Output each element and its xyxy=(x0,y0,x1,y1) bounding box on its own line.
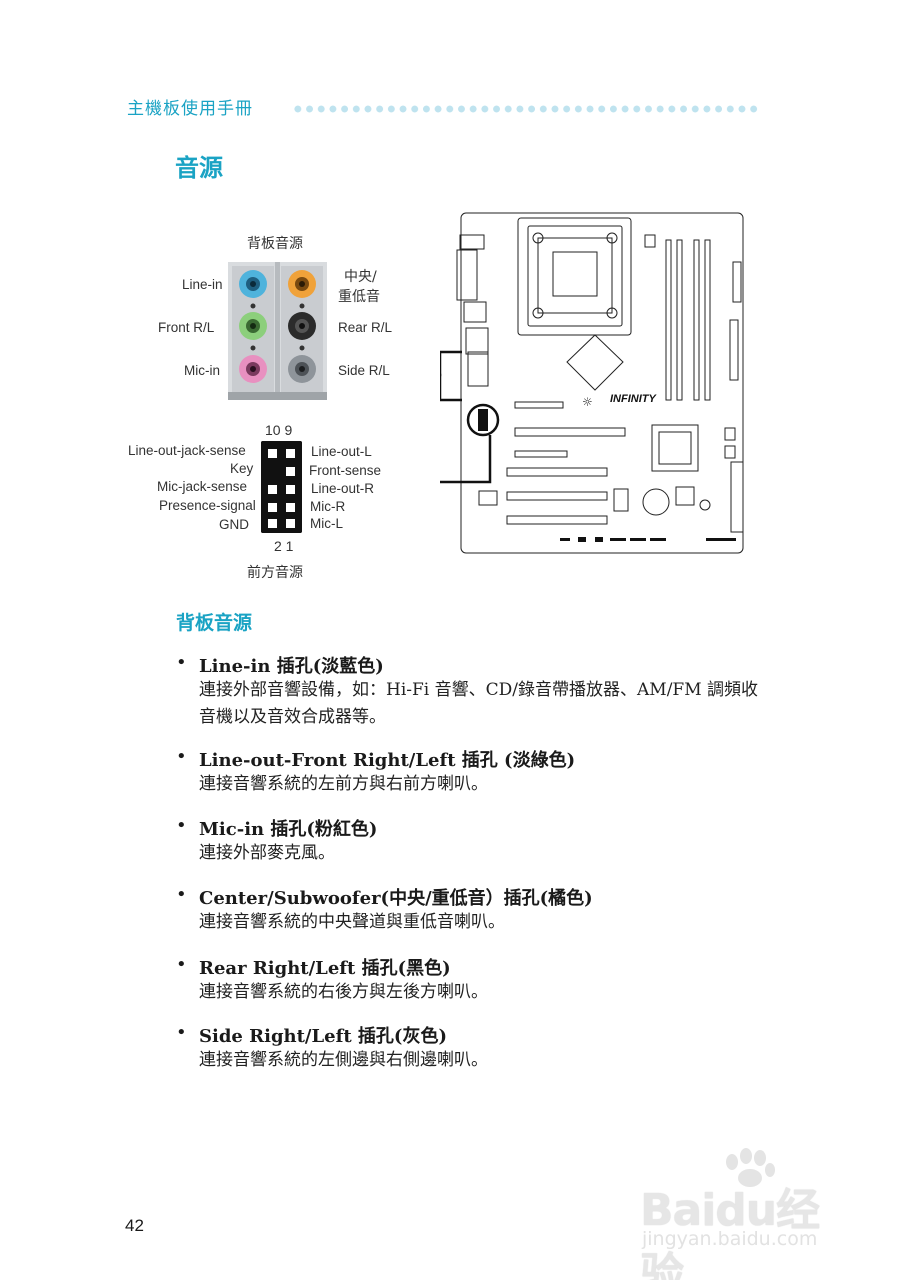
jack-mic xyxy=(239,355,267,383)
motherboard-diagram: INFINITY ☼ xyxy=(440,212,744,554)
item-desc: 連接外部麥克風。 xyxy=(199,843,335,863)
label-mic-jack-sense: Mic-jack-sense xyxy=(157,479,248,494)
item-title: Line-in 插孔(淡藍色) xyxy=(199,656,384,677)
label-rear-rl: Rear R/L xyxy=(338,320,393,335)
label-front-rl: Front R/L xyxy=(158,320,215,335)
baidu-watermark: Baidu经验 jingyan.baidu.com xyxy=(640,1148,860,1280)
item-desc: 連接音響系統的左側邊與右側邊喇叭。 xyxy=(199,1050,488,1070)
label-gnd: GND xyxy=(219,517,249,532)
label-center-1: 中央/ xyxy=(344,269,377,285)
label-line-out-r: Line-out-R xyxy=(311,481,375,496)
rear-panel-title: 背板音源 xyxy=(247,236,303,252)
label-mic-l: Mic-L xyxy=(310,516,343,531)
board-logo: INFINITY xyxy=(610,393,657,405)
svg-text:☼: ☼ xyxy=(582,395,593,409)
item-title: Mic-in 插孔(粉紅色) xyxy=(199,819,378,840)
label-mic-r: Mic-R xyxy=(310,499,346,514)
item-title: Rear Right/Left 插孔(黑色) xyxy=(199,958,451,979)
jack-line-in xyxy=(239,270,267,298)
front-audio-pin-header xyxy=(261,441,302,533)
bullet-icon: • xyxy=(176,884,187,905)
bullet-icon: • xyxy=(176,652,187,673)
bullet-icon: • xyxy=(176,1022,187,1043)
watermark-url: jingyan.baidu.com xyxy=(642,1228,818,1250)
jack-rear xyxy=(288,312,316,340)
item-title: Center/Subwoofer(中央/重低音）插孔(橘色) xyxy=(199,888,593,909)
bullet-icon: • xyxy=(176,815,187,836)
section-title: 音源 xyxy=(175,154,223,182)
jack-front xyxy=(239,312,267,340)
pin-number-top: 10 9 xyxy=(265,422,293,438)
manual-header-title: 主機板使用手冊 xyxy=(127,99,253,119)
label-presence-signal: Presence-signal xyxy=(159,498,256,513)
item-desc: 連接外部音響設備，如：Hi-Fi 音響、CD/錄音帶播放器、AM/FM 調頻收音… xyxy=(199,680,759,727)
header-dot-rule xyxy=(292,104,760,114)
label-mic-in: Mic-in xyxy=(184,363,220,378)
label-line-out-l: Line-out-L xyxy=(311,444,372,459)
label-line-out-jack-sense: Line-out-jack-sense xyxy=(128,443,246,458)
sub-heading: 背板音源 xyxy=(176,612,253,634)
item-desc: 連接音響系統的右後方與左後方喇叭。 xyxy=(199,982,488,1002)
page-number: 42 xyxy=(125,1216,144,1235)
paw-icon xyxy=(726,1148,775,1187)
item-title: Line-out-Front Right/Left 插孔 (淡綠色) xyxy=(199,750,576,771)
label-center-2: 重低音 xyxy=(338,289,380,305)
front-panel-title: 前方音源 xyxy=(247,565,303,581)
pin-number-bottom: 2 1 xyxy=(274,538,294,554)
rear-audio-panel xyxy=(228,262,327,400)
jack-side xyxy=(288,355,316,383)
jack-center xyxy=(288,270,316,298)
item-desc: 連接音響系統的中央聲道與重低音喇叭。 xyxy=(199,912,505,932)
label-front-sense: Front-sense xyxy=(309,463,382,478)
item-title: Side Right/Left 插孔(灰色) xyxy=(199,1026,447,1047)
watermark-logo: Baidu经验 xyxy=(640,1185,820,1280)
label-key: Key xyxy=(230,461,254,476)
bullet-icon: • xyxy=(176,746,187,767)
label-line-in: Line-in xyxy=(182,277,223,292)
label-side-rl: Side R/L xyxy=(338,363,390,378)
bullet-icon: • xyxy=(176,954,187,975)
item-desc: 連接音響系統的左前方與右前方喇叭。 xyxy=(199,774,488,794)
